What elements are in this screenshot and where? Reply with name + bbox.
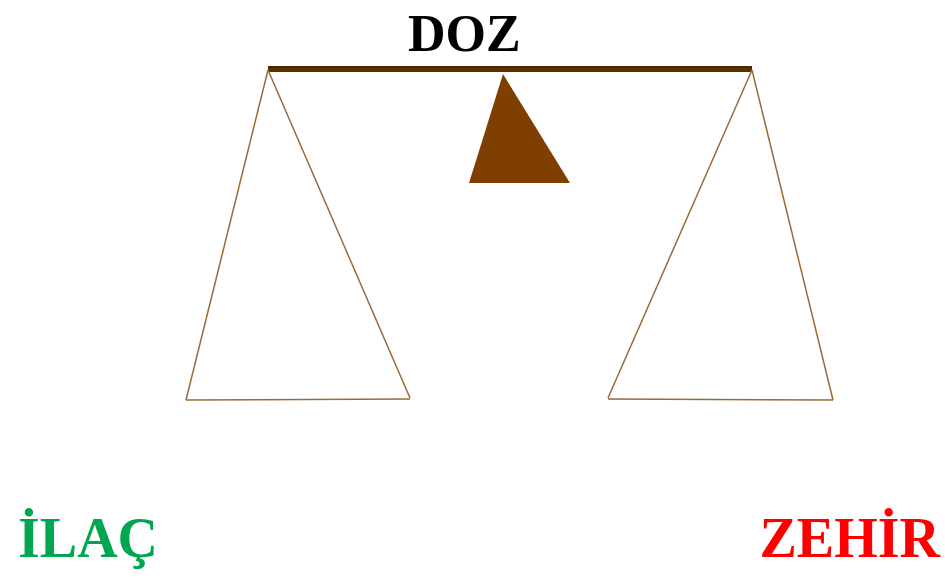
right-pan	[608, 70, 833, 400]
scale-fulcrum	[469, 74, 570, 183]
medicine-label: İLAÇ	[18, 510, 158, 566]
beam-edge	[268, 67, 752, 68]
poison-label: ZEHİR	[760, 510, 941, 566]
scale-title: DOZ	[408, 8, 521, 60]
left-pan	[186, 70, 410, 400]
scale-beam	[268, 66, 752, 72]
